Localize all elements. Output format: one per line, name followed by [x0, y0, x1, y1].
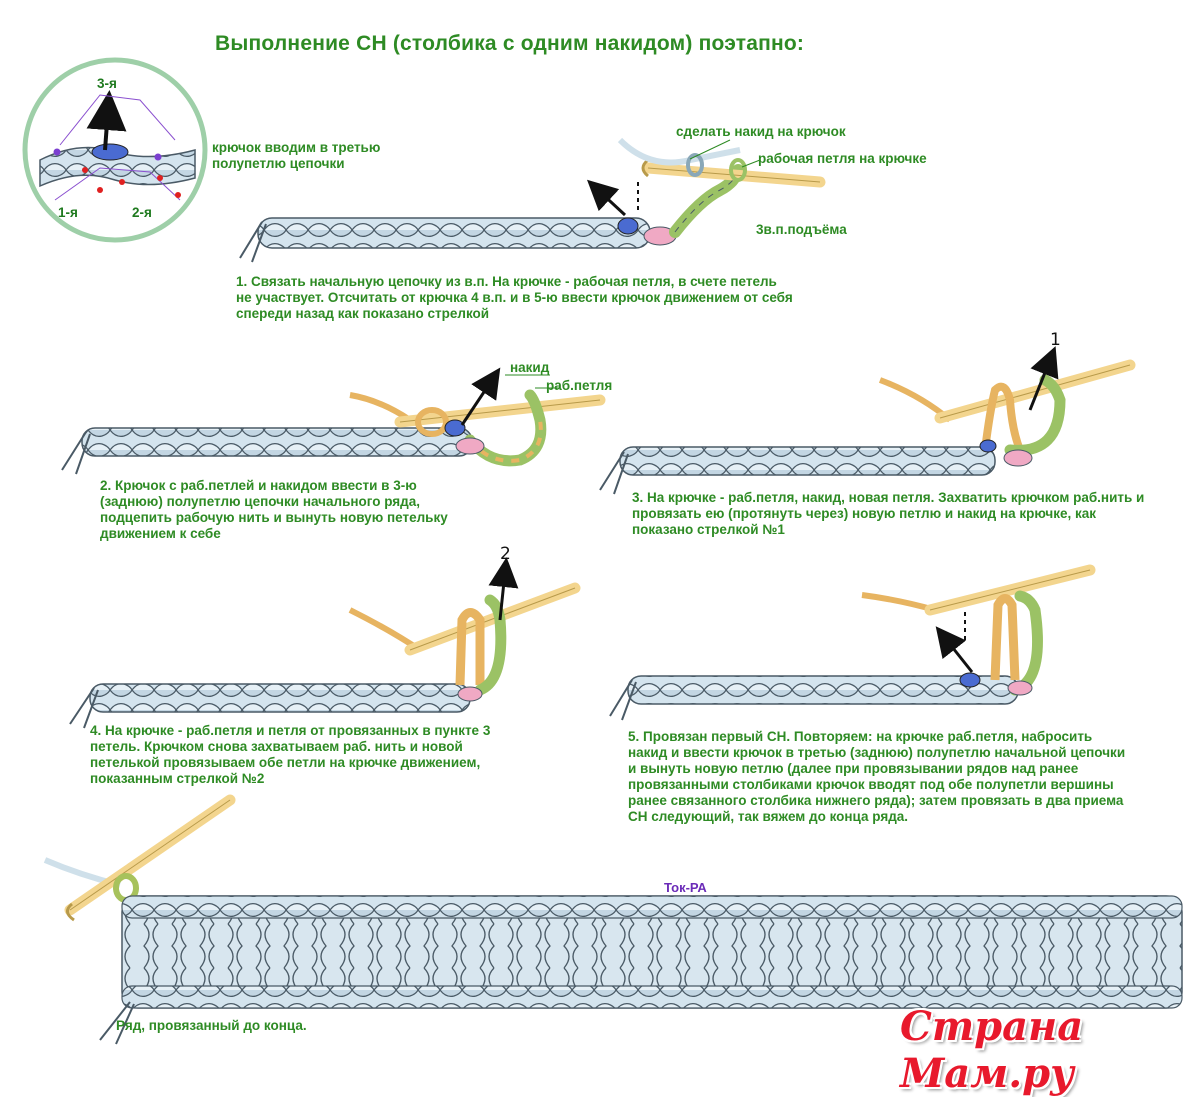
- step3-diagram: [599, 346, 1136, 495]
- step3-arrow-number: 1: [1050, 330, 1061, 350]
- inset-caption: крючок вводим в третью полупетлю цепочки: [212, 140, 381, 171]
- final-caption: Ряд, провязанный до конца.: [116, 1018, 307, 1033]
- step5-diagram: [609, 564, 1096, 721]
- step1-label-yarn-over: сделать накид на крючок: [676, 124, 846, 139]
- diagram-canvas: [22, 57, 1183, 1045]
- step4-arrow-number: 2: [500, 544, 511, 564]
- inset-label-first: 1-я: [58, 205, 78, 220]
- step2-text: 2. Крючок с раб.петлей и накидом ввести …: [100, 478, 448, 541]
- step1-label-working-loop: рабочая петля на крючке: [758, 151, 927, 166]
- step2-label-working-loop: раб.петля: [546, 378, 613, 393]
- step5-text: 5. Провязан первый СН. Повторяем: на крю…: [628, 729, 1126, 824]
- step3-text: 3. На крючке - раб.петля, накид, новая п…: [632, 490, 1145, 537]
- step1-text: 1. Связать начальную цепочку из в.п. На …: [236, 274, 793, 321]
- page-title: Выполнение СН (столбика с одним накидом)…: [215, 32, 805, 55]
- step4-text: 4. На крючке - раб.петля и петля от пров…: [90, 723, 491, 786]
- step2-label-yarn-over: накид: [510, 360, 550, 375]
- watermark-logo: Страна Мам.ру: [900, 1003, 1084, 1097]
- step2-diagram: [61, 367, 606, 475]
- author-credit: Ток-РА: [664, 880, 707, 895]
- step1-diagram: [239, 137, 826, 263]
- step4-diagram: [69, 557, 581, 729]
- step1-label-turning-ch: 3в.п.подъёма: [756, 222, 847, 237]
- inset-label-third: 3-я: [97, 76, 117, 91]
- inset-label-second: 2-я: [132, 205, 152, 220]
- final-row-diagram: [43, 794, 1183, 1045]
- inset-circle: [22, 57, 208, 243]
